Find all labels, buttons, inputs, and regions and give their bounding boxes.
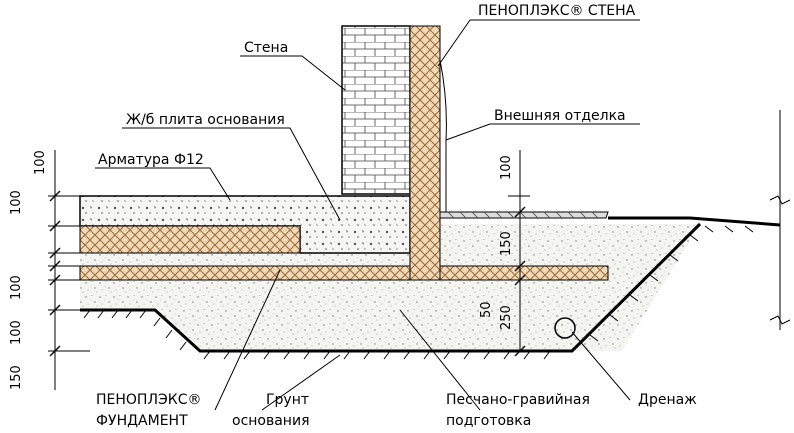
- dim-right-2: 150: [499, 231, 514, 256]
- dim-left-4: 100: [9, 320, 24, 345]
- dim-right-4: 250: [499, 305, 514, 330]
- label-slab: Ж/б плита основания: [126, 112, 285, 128]
- label-soil-2: основания: [232, 413, 310, 429]
- label-wall: Стена: [244, 40, 288, 56]
- label-drainage: Дренаж: [638, 392, 697, 408]
- drainage-pipe: [554, 317, 576, 339]
- label-soil-1: Грунт: [266, 392, 309, 408]
- dim-left-1: 100: [33, 150, 48, 175]
- label-outer-finish: Внешняя отделка: [494, 108, 626, 124]
- penoplex-foundation-upper: [79, 225, 301, 254]
- penoplex-foundation-lower: [79, 265, 609, 281]
- label-penoplex-foundation-2: ФУНДАМЕНТ: [96, 413, 188, 429]
- dim-left-5: 150: [9, 365, 24, 390]
- label-penoplex-foundation-1: ПЕНОПЛЭКС®: [96, 392, 201, 408]
- label-rebar: Арматура Ф12: [98, 152, 204, 168]
- label-sand-gravel-1: Песчано-гравийная: [446, 392, 590, 408]
- sand-gravel-bed: [80, 224, 700, 351]
- brick-wall: [341, 25, 411, 195]
- dim-right-3: 50: [479, 301, 494, 318]
- outer-finish: [439, 59, 447, 212]
- label-sand-gravel-2: подготовка: [446, 413, 531, 429]
- blind-area: [439, 211, 609, 219]
- dim-left-3: 100: [9, 275, 24, 300]
- label-penoplex-wall: ПЕНОПЛЭКС® СТЕНА: [478, 3, 636, 19]
- ground-surface: [608, 216, 781, 227]
- dim-left-2: 100: [9, 190, 24, 215]
- penoplex-wall: [409, 25, 441, 281]
- dim-right-1: 100: [499, 155, 514, 180]
- soil-base-line: [80, 222, 702, 353]
